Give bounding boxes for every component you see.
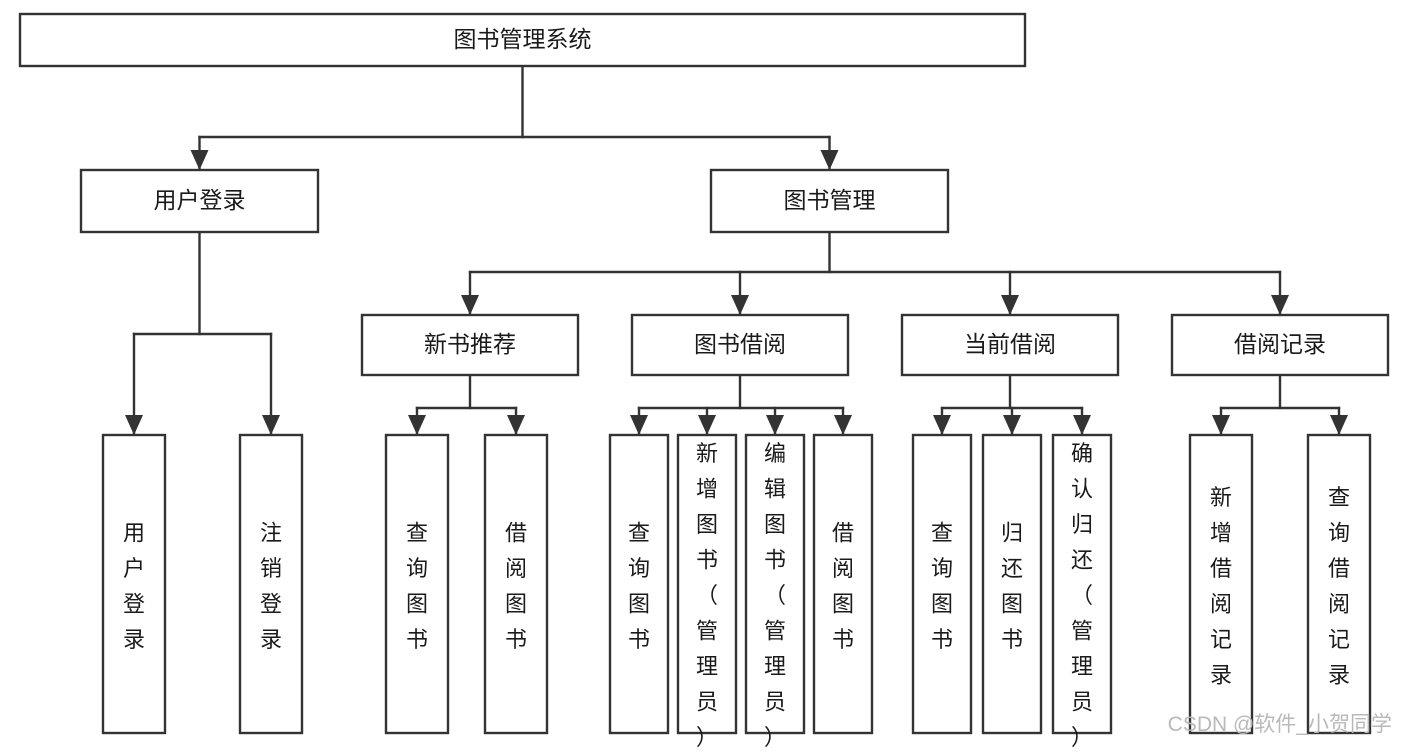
node-box-注销登录[interactable] <box>238 433 304 735</box>
node-label: 查询图书 <box>628 521 650 653</box>
node-leaf-0[interactable]: 用户登录 <box>101 433 167 735</box>
node-root-0[interactable]: 图书管理系统 <box>18 12 1027 68</box>
node-box-借阅图书[interactable] <box>483 433 549 735</box>
arrow-head-icon <box>1212 415 1230 435</box>
node-label: 确认归还（管理员） <box>1071 441 1093 747</box>
arrow-head-icon <box>933 415 951 435</box>
node-label: 新增借阅记录 <box>1210 485 1232 688</box>
node-label: 查询图书 <box>406 521 428 653</box>
node-leaf-9[interactable]: 归还图书 <box>981 433 1043 735</box>
node-box-确认归还管理员[interactable] <box>1051 433 1113 735</box>
arrow-head-icon <box>766 415 784 435</box>
node-label: 借阅图书 <box>505 521 527 653</box>
node-label: 当前借阅 <box>964 331 1056 357</box>
node-leaf-8[interactable]: 查询图书 <box>911 433 973 735</box>
node-leaf-7[interactable]: 借阅图书 <box>812 433 874 735</box>
arrow-head-icon <box>190 150 209 170</box>
arrow-head-icon <box>507 415 525 435</box>
node-label: 图书管理 <box>784 187 876 213</box>
node-box-借阅图书[interactable] <box>812 433 874 735</box>
node-box-查询图书[interactable] <box>384 433 450 735</box>
node-label: 新书推荐 <box>424 331 516 357</box>
node-leaf-11[interactable]: 新增借阅记录 <box>1188 433 1254 735</box>
node-label: 归还图书 <box>1001 521 1023 653</box>
node-label: 用户登录 <box>123 521 145 653</box>
arrow-head-icon <box>1073 415 1091 435</box>
watermark: CSDN @软件_小贺同学 <box>1168 713 1392 736</box>
node-level3-2[interactable]: 当前借阅 <box>900 313 1120 377</box>
node-label: 图书借阅 <box>694 331 786 357</box>
node-level2-0[interactable]: 用户登录 <box>79 168 320 234</box>
node-level3-1[interactable]: 图书借阅 <box>630 313 850 377</box>
node-leaf-4[interactable]: 查询图书 <box>608 433 670 735</box>
arrow-head-icon <box>698 415 716 435</box>
node-leaf-2[interactable]: 查询图书 <box>384 433 450 735</box>
arrow-head-icon <box>630 415 648 435</box>
node-leaf-3[interactable]: 借阅图书 <box>483 433 549 735</box>
node-label: 查询图书 <box>931 521 953 653</box>
node-leaf-1[interactable]: 注销登录 <box>238 433 304 735</box>
node-group: 图书管理系统用户登录图书管理新书推荐图书借阅当前借阅借阅记录用户登录注销登录查询… <box>18 12 1390 750</box>
node-label: 借阅图书 <box>832 521 854 653</box>
node-box-图书管理系统[interactable] <box>18 12 1027 68</box>
node-box-查询借阅记录[interactable] <box>1306 433 1372 735</box>
node-box-编辑图书管理员[interactable] <box>744 433 806 735</box>
arrow-head-icon <box>408 415 426 435</box>
node-box-新增借阅记录[interactable] <box>1188 433 1254 735</box>
arrow-head-icon <box>262 415 280 435</box>
arrow-head-icon <box>125 415 143 435</box>
arrow-head-icon <box>731 295 749 315</box>
node-leaf-5[interactable]: 新增图书（管理员） <box>676 433 738 750</box>
arrow-head-icon <box>1001 295 1019 315</box>
arrow-head-icon <box>820 150 839 170</box>
node-box-当前借阅[interactable] <box>900 313 1120 377</box>
node-label: 新增图书（管理员） <box>696 441 718 747</box>
node-leaf-10[interactable]: 确认归还（管理员） <box>1051 433 1113 750</box>
arrow-head-icon <box>1330 415 1348 435</box>
node-box-借阅记录[interactable] <box>1170 313 1390 377</box>
arrow-head-icon <box>1003 415 1021 435</box>
node-label: 用户登录 <box>154 187 246 213</box>
node-label: 查询借阅记录 <box>1328 485 1350 688</box>
node-box-用户登录[interactable] <box>79 168 320 234</box>
node-label: 图书管理系统 <box>454 26 592 52</box>
arrow-head-icon <box>461 295 479 315</box>
node-label: 借阅记录 <box>1234 331 1326 357</box>
node-label: 编辑图书（管理员） <box>764 441 786 747</box>
node-box-图书管理[interactable] <box>709 168 950 234</box>
node-level2-1[interactable]: 图书管理 <box>709 168 950 234</box>
node-box-归还图书[interactable] <box>981 433 1043 735</box>
node-leaf-12[interactable]: 查询借阅记录 <box>1306 433 1372 735</box>
node-box-新书推荐[interactable] <box>360 313 580 377</box>
node-box-用户登录[interactable] <box>101 433 167 735</box>
arrow-head-icon <box>834 415 852 435</box>
node-level3-3[interactable]: 借阅记录 <box>1170 313 1390 377</box>
node-box-查询图书[interactable] <box>911 433 973 735</box>
node-box-图书借阅[interactable] <box>630 313 850 377</box>
node-leaf-6[interactable]: 编辑图书（管理员） <box>744 433 806 750</box>
arrow-head-icon <box>1271 295 1289 315</box>
node-box-新增图书管理员[interactable] <box>676 433 738 735</box>
node-level3-0[interactable]: 新书推荐 <box>360 313 580 377</box>
connector-lines <box>125 64 1348 437</box>
node-box-查询图书[interactable] <box>608 433 670 735</box>
node-label: 注销登录 <box>260 521 282 653</box>
